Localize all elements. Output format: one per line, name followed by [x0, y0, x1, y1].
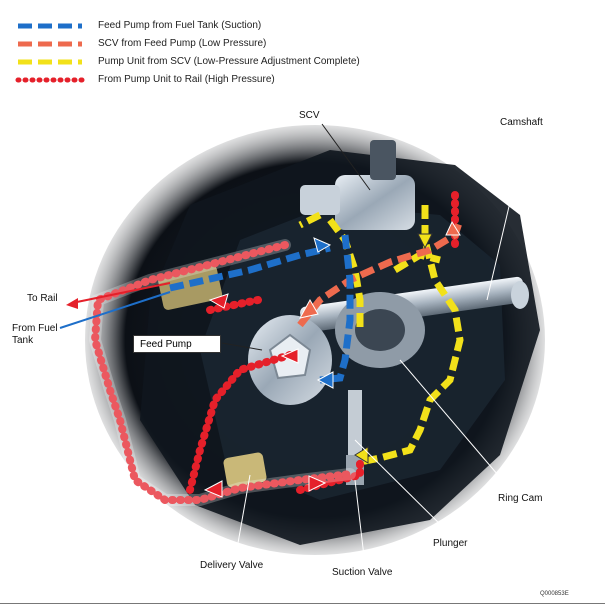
to-rail-arrow	[66, 282, 171, 309]
legend-label: Pump Unit from SCV (Low-Pressure Adjustm…	[98, 56, 360, 67]
legend-item-adjusted: Pump Unit from SCV (Low-Pressure Adjustm…	[10, 55, 390, 73]
from-tank-arrow	[59, 291, 171, 329]
flow-legend: Feed Pump from Fuel Tank (Suction) SCV f…	[10, 19, 390, 91]
plunger-label: Plunger	[433, 538, 468, 549]
scv-label: SCV	[299, 110, 320, 121]
from-fuel-tank-label: From Fuel Tank	[12, 323, 58, 346]
legend-label: Feed Pump from Fuel Tank (Suction)	[98, 20, 262, 31]
legend-item-suction: Feed Pump from Fuel Tank (Suction)	[10, 19, 390, 37]
legend-label: From Pump Unit to Rail (High Pressure)	[98, 74, 275, 85]
legend-swatch-yellow-dashed	[18, 59, 82, 65]
legend-item-high-pressure: From Pump Unit to Rail (High Pressure)	[10, 73, 390, 91]
flow-arrowheads	[203, 220, 461, 498]
ring-cam-part	[335, 292, 425, 368]
feed-pump-label: Feed Pump	[133, 335, 221, 353]
legend-label: SCV from Feed Pump (Low Pressure)	[98, 38, 267, 49]
ring-cam-label: Ring Cam	[498, 493, 543, 504]
to-rail-label: To Rail	[27, 293, 58, 304]
suction-valve-label: Suction Valve	[332, 567, 393, 578]
suction-path	[169, 234, 354, 384]
bottom-rule	[0, 603, 605, 604]
figure-code: Q000853E	[540, 591, 569, 597]
legend-swatch-salmon-dashed	[18, 41, 82, 47]
legend-swatch-blue-dashed	[18, 23, 82, 29]
delivery-valve-label: Delivery Valve	[200, 560, 264, 571]
scv-part	[300, 140, 415, 230]
camshaft-label: Camshaft	[500, 117, 543, 128]
legend-item-low-pressure: SCV from Feed Pump (Low Pressure)	[10, 37, 390, 55]
leader-lines	[221, 123, 528, 566]
